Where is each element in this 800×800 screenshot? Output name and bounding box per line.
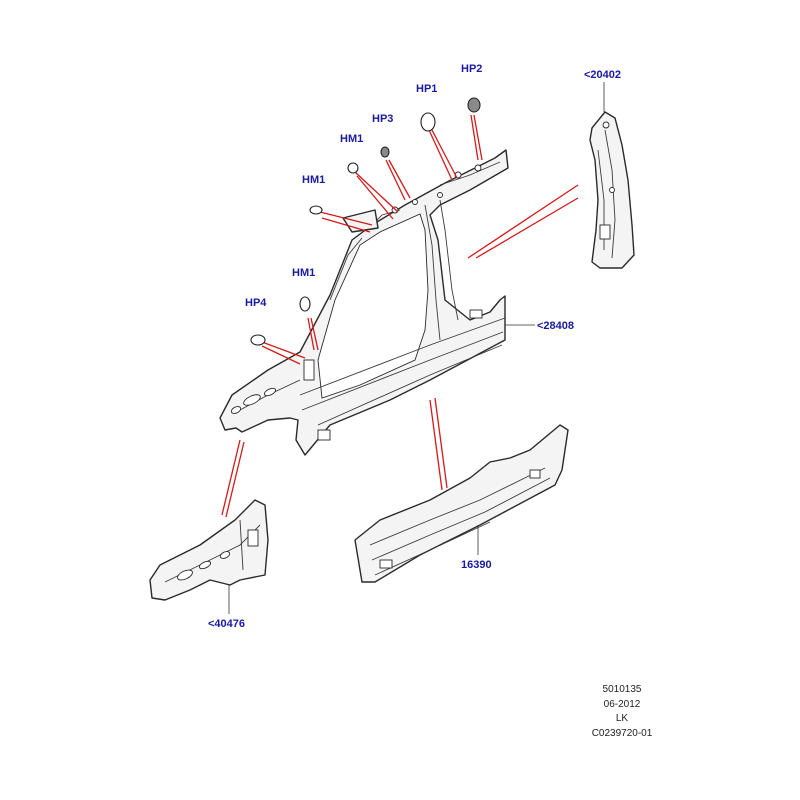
callout-part-28408: <28408 bbox=[537, 320, 574, 332]
hp2-plug bbox=[467, 97, 481, 113]
hp1-plug bbox=[420, 112, 436, 132]
callout-hm1-low: HM1 bbox=[292, 267, 315, 279]
reference-line-4: C0239720-01 bbox=[592, 728, 653, 739]
callout-hp3: HP3 bbox=[372, 113, 393, 125]
pointer-lines bbox=[228, 82, 605, 614]
callout-hp1: HP1 bbox=[416, 83, 437, 95]
leader-lines bbox=[221, 114, 579, 518]
callout-hp2: HP2 bbox=[461, 63, 482, 75]
reference-line-2: 06-2012 bbox=[604, 699, 641, 710]
callout-hm1-mid: HM1 bbox=[302, 174, 325, 186]
reference-block: 5010135 06-2012 LK C0239720-01 bbox=[592, 684, 653, 739]
part-20402-panel bbox=[589, 111, 635, 269]
callout-labels: HP1 HP2 HP3 HM1 HM1 HM1 HP4 <20402 <2840… bbox=[208, 63, 621, 630]
hp3-plug bbox=[380, 146, 390, 158]
hm1-top-clip bbox=[347, 162, 359, 174]
callout-hp4: HP4 bbox=[245, 297, 267, 309]
body-side-frame bbox=[219, 149, 509, 456]
callout-part-40476: <40476 bbox=[208, 618, 245, 630]
callout-part-16390: 16390 bbox=[461, 559, 492, 571]
fasteners bbox=[250, 97, 481, 346]
callout-hm1-top: HM1 bbox=[340, 133, 363, 145]
hm1-low-clip bbox=[299, 296, 311, 312]
hm1-mid-clip bbox=[309, 205, 323, 215]
callout-part-20402: <20402 bbox=[584, 69, 621, 81]
reference-line-3: LK bbox=[616, 713, 629, 724]
reference-line-1: 5010135 bbox=[603, 684, 642, 695]
part-16390-sill bbox=[354, 424, 569, 583]
part-40476-panel bbox=[149, 499, 269, 601]
hp4-plug bbox=[250, 334, 266, 346]
